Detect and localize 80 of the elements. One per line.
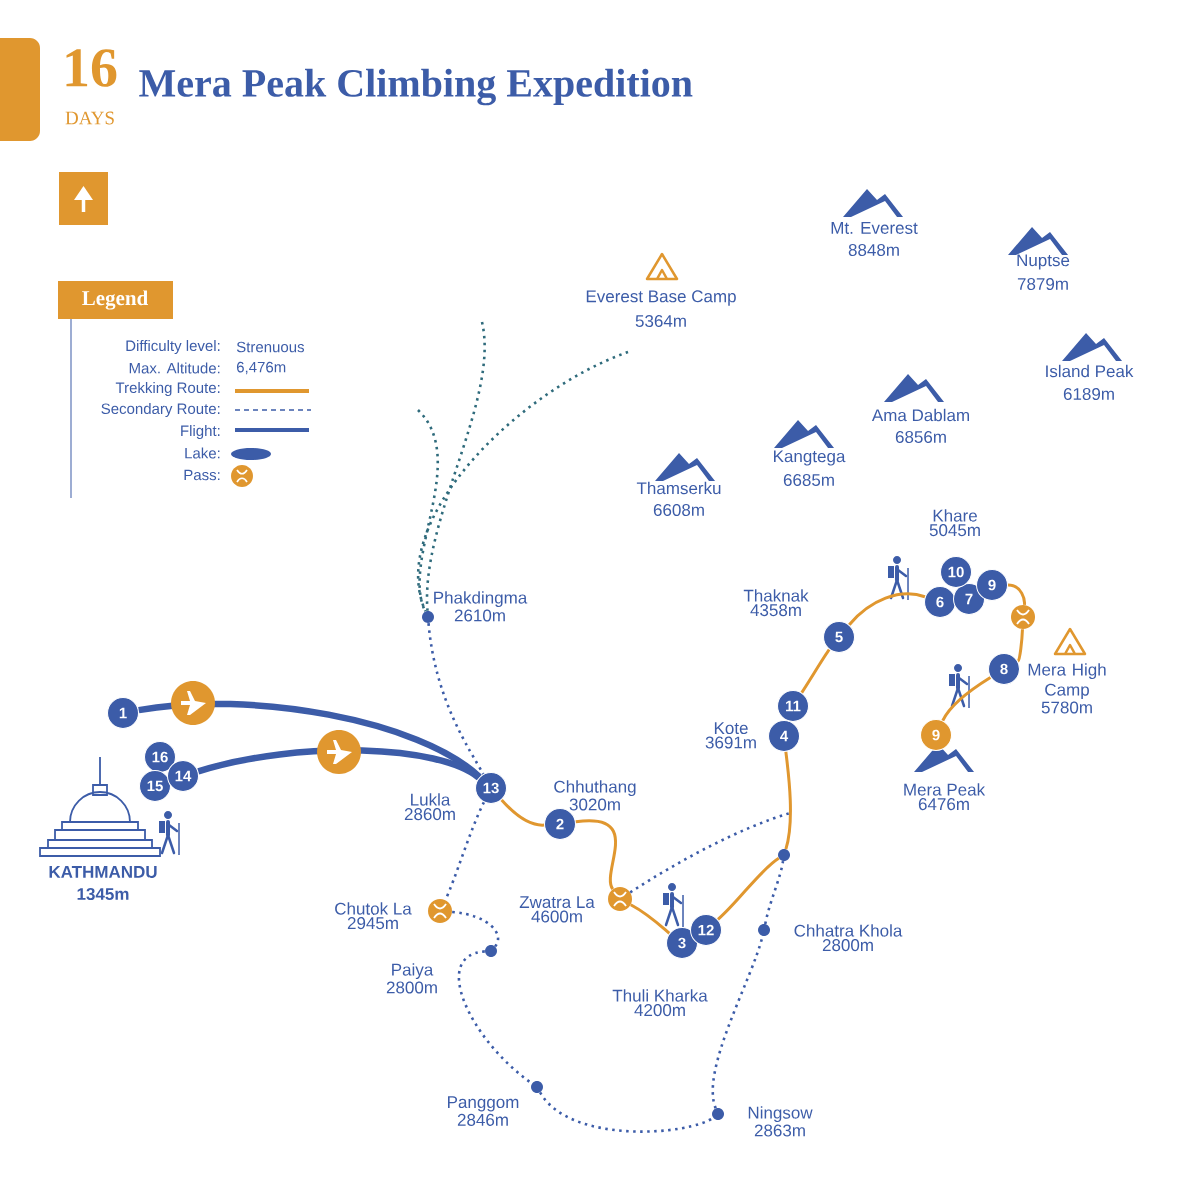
altitude: 2863m (754, 1124, 805, 1137)
trekking-route (800, 648, 831, 694)
altitude: 2800m (386, 981, 437, 994)
secondary-route (427, 623, 485, 775)
altitude: 6685m (783, 474, 834, 487)
secondary-route (452, 910, 500, 948)
altitude: 2945m (347, 917, 398, 930)
altitude: 6189m (1063, 388, 1114, 401)
peak-name: Mt. Everest (831, 222, 918, 234)
days-label: DAYS (65, 111, 114, 125)
legend-heading: Legend (58, 281, 173, 319)
trekking-route (1016, 629, 1024, 662)
secondary-route (629, 811, 791, 894)
trekking-route (784, 751, 792, 850)
camp-name: Everest Base Camp (586, 290, 736, 306)
place-name: Chutok La (335, 902, 412, 915)
secondary-route (417, 350, 629, 612)
altitude: 3020m (569, 798, 620, 811)
legend-key: Flight: (181, 425, 220, 439)
legend-key: Max. Altitude: (129, 362, 220, 374)
day-count: 16 (66, 49, 117, 87)
trekking-route (941, 676, 992, 722)
secondary-route (763, 860, 785, 925)
peak-name: Island Peak (1046, 364, 1134, 378)
altitude: 2860m (404, 808, 455, 821)
peak-name: Kangtega (774, 450, 846, 466)
trekking-route (500, 798, 545, 827)
trekking-route (1007, 583, 1026, 605)
trekking-route (575, 819, 617, 890)
altitude: 4200m (634, 1004, 685, 1017)
place-name: Mera Peak (904, 783, 986, 796)
pass-icon (608, 887, 632, 911)
place-name: Khare (933, 509, 977, 522)
altitude: 2800m (822, 939, 873, 952)
place-name: Thuli Kharka (612, 989, 708, 1002)
city-name: KATHMANDU (49, 866, 157, 878)
legend-key: Secondary Route: (101, 403, 220, 417)
place-name: Mera High Camp (1028, 663, 1106, 700)
altitude: 8848m (848, 244, 899, 257)
place-name: Thaknak (743, 589, 809, 602)
legend-key: Pass: (184, 469, 220, 481)
legend-key: Difficulty level: (126, 340, 220, 354)
trekking-route (717, 857, 780, 921)
place-name: Phakdingma (434, 591, 528, 608)
altitude: 7879m (1017, 278, 1068, 291)
altitude: 5045m (929, 524, 980, 537)
place-name: Paiya (392, 963, 434, 980)
secondary-route (426, 321, 486, 611)
pass-icon (1011, 605, 1035, 629)
secondary-route (457, 950, 533, 1085)
altitude: 3691m (705, 736, 756, 749)
trekking-route (630, 903, 671, 935)
place-name: Lukla (411, 793, 451, 806)
legend-key: Lake: (185, 447, 220, 459)
altitude: 2846m (457, 1113, 508, 1126)
altitude: 2610m (454, 609, 505, 622)
pass-icon (428, 899, 452, 923)
place-name: Ningsow (748, 1106, 813, 1123)
legend-value: 6,476m (236, 361, 286, 375)
altitude: 5780m (1041, 701, 1092, 714)
altitude: 1345m (77, 888, 129, 901)
peak-name: Thamserku (636, 481, 721, 495)
altitude: 4600m (531, 910, 582, 923)
secondary-route (539, 1091, 714, 1133)
place-name: Chhuthang (554, 780, 636, 797)
place-name: Chhatra Khola (794, 924, 903, 937)
altitude: 6856m (895, 431, 946, 444)
place-name: Zwatra La (519, 896, 595, 909)
title: Mera Peak Climbing Expedition (139, 68, 693, 106)
peak-name: Ama Dablam (871, 408, 969, 422)
place-name: Kote (714, 722, 748, 735)
peak-name: Nuptse (1017, 254, 1070, 270)
legend-value: Strenuous (236, 341, 304, 353)
altitude: 6608m (653, 504, 704, 517)
altitude: 4358m (750, 604, 801, 617)
trekking-route (848, 592, 926, 626)
legend-key: Trekking Route: (115, 382, 220, 396)
altitude: 6476m (918, 798, 969, 811)
place-name: Panggom (448, 1096, 519, 1112)
altitude: 5364m (635, 315, 686, 328)
